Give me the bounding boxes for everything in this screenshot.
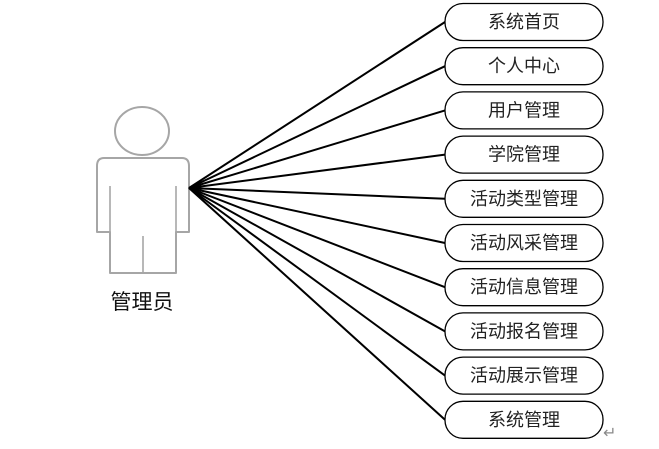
use-case-box	[444, 2, 604, 42]
use-case-label: 系统管理	[488, 410, 560, 431]
association-line	[188, 187, 446, 377]
association-line	[188, 187, 446, 333]
use-case: 学院管理	[444, 135, 604, 174]
use-case-box	[444, 179, 604, 218]
association-line	[188, 153, 446, 189]
use-case-label: 活动信息管理	[470, 277, 578, 298]
use-case: 活动报名管理	[444, 312, 604, 351]
association-line	[188, 187, 446, 244]
use-case-label: 活动风采管理	[470, 233, 578, 254]
use-case-label: 用户管理	[488, 100, 560, 121]
use-case-box	[444, 135, 604, 174]
use-case: 系统管理	[444, 400, 604, 439]
use-case: 用户管理	[444, 91, 604, 130]
association-line	[188, 21, 446, 189]
use-case: 活动展示管理	[444, 356, 604, 395]
use-case-box	[444, 223, 604, 263]
use-case-label: 活动类型管理	[470, 189, 578, 210]
use-case-label: 学院管理	[488, 145, 560, 166]
use-case-box	[444, 356, 604, 395]
use-case: 活动类型管理	[444, 179, 604, 218]
use-case-box	[444, 268, 604, 307]
use-case-box	[444, 91, 604, 130]
actor: 管理员	[96, 106, 190, 314]
use-case-label: 活动报名管理	[470, 321, 578, 342]
use-case: 个人中心	[444, 47, 604, 86]
paragraph-mark: ↵	[603, 423, 616, 442]
use-case: 活动风采管理	[444, 223, 604, 263]
association-line	[188, 187, 446, 200]
use-case: 活动信息管理	[444, 268, 604, 307]
use-case-box	[444, 400, 604, 439]
use-case-label: 系统首页	[488, 12, 560, 33]
person-icon-details	[109, 186, 177, 273]
actor-label: 管理员	[111, 290, 174, 314]
use-cases: 系统首页个人中心用户管理学院管理活动类型管理活动风采管理活动信息管理活动报名管理…	[444, 2, 604, 439]
use-case-box	[444, 47, 604, 86]
use-case-label: 个人中心	[488, 56, 560, 77]
use-case: 系统首页	[444, 2, 604, 42]
use-case-box	[444, 312, 604, 351]
use-case-label: 活动展示管理	[470, 366, 578, 387]
association-line	[188, 65, 446, 189]
associations	[188, 21, 446, 421]
association-line	[188, 109, 446, 189]
association-line	[188, 187, 446, 289]
person-icon	[96, 106, 190, 274]
association-line	[188, 187, 446, 421]
